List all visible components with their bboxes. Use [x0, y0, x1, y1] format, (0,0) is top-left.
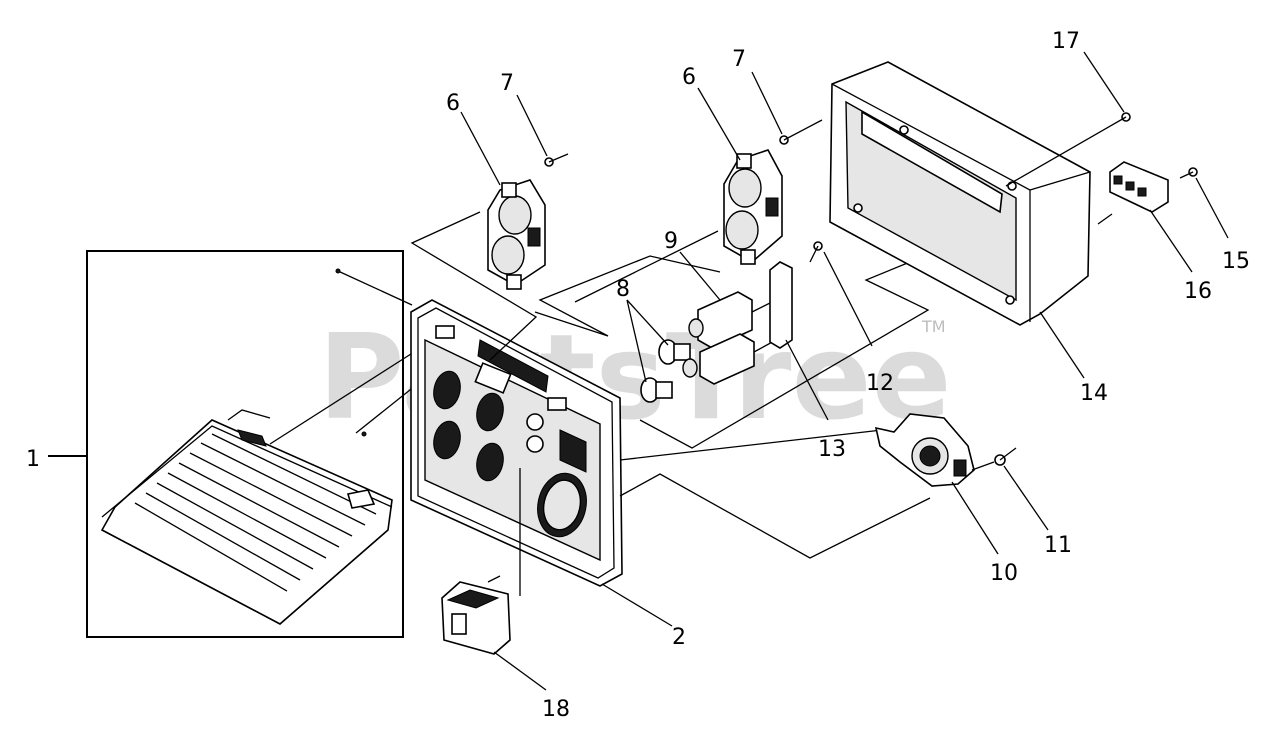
callout-11: 11: [1044, 533, 1072, 558]
part-14-housing: [829, 61, 1091, 326]
callout-12-leader: [823, 251, 873, 347]
part-18-switch: [441, 468, 521, 655]
callout-7b: 7: [732, 47, 746, 72]
callout-9: 9: [664, 229, 678, 254]
callout-13-leader: [785, 339, 829, 421]
callout-17: 17: [1052, 29, 1080, 54]
callout-8-leader-b: [626, 299, 647, 383]
callout-15-leader: [1195, 177, 1229, 239]
part-6-outlet-left: [487, 179, 546, 290]
callout-8-leader-a: [626, 299, 669, 346]
part-1-cover-inset: [86, 250, 441, 638]
part-16-terminal-block: [1097, 161, 1169, 225]
callout-10: 10: [990, 561, 1018, 586]
callout-17-leader: [1083, 51, 1125, 113]
callout-16: 16: [1184, 279, 1212, 304]
callout-6a: 6: [446, 91, 460, 116]
callout-6b-leader: [697, 87, 741, 161]
callout-6b: 6: [682, 65, 696, 90]
part-17-screw: [1005, 112, 1131, 187]
callout-16-leader: [1149, 209, 1193, 273]
callout-14-leader: [1039, 311, 1085, 379]
callout-18: 18: [542, 697, 570, 722]
callout-18-leader: [493, 651, 547, 691]
watermark-trademark: TM: [921, 317, 946, 336]
callout-2: 2: [672, 625, 686, 650]
callout-8: 8: [616, 277, 630, 302]
cover-ribs: [134, 433, 377, 592]
callout-7a-leader: [516, 94, 548, 157]
part-15-screw: [1179, 167, 1198, 179]
part-7-screw-left: [544, 153, 569, 167]
callout-1: 1: [26, 447, 40, 472]
callout-10-leader: [951, 481, 999, 555]
part-9-breakers: [682, 291, 777, 385]
part-2-control-panel: [410, 299, 623, 587]
part-12-screw: [809, 241, 823, 263]
callout-9-leader: [679, 251, 721, 301]
part-13-bracket: [769, 261, 793, 349]
part-11-nut: [971, 447, 1017, 471]
callout-15: 15: [1222, 249, 1250, 274]
part-8-indicator-lamps: [640, 339, 691, 403]
callout-13: 13: [818, 437, 846, 462]
callout-6a-leader: [460, 111, 501, 186]
part-7-screw-right: [779, 119, 823, 145]
callout-labels: 1 2 6 7 6 7 8 9 10 11 12 13 14 15 16 17 …: [26, 29, 1250, 722]
part-10-twistlock-outlet: [874, 413, 975, 487]
callout-11-leader: [1003, 465, 1049, 531]
callout-7b-leader: [751, 71, 783, 135]
callout-2-leader: [601, 583, 673, 627]
assembly-guide-lines: [410, 211, 931, 559]
callout-7a: 7: [500, 71, 514, 96]
callout-14: 14: [1080, 381, 1108, 406]
part-6-outlet-right: [723, 149, 783, 265]
callout-12: 12: [866, 371, 894, 396]
